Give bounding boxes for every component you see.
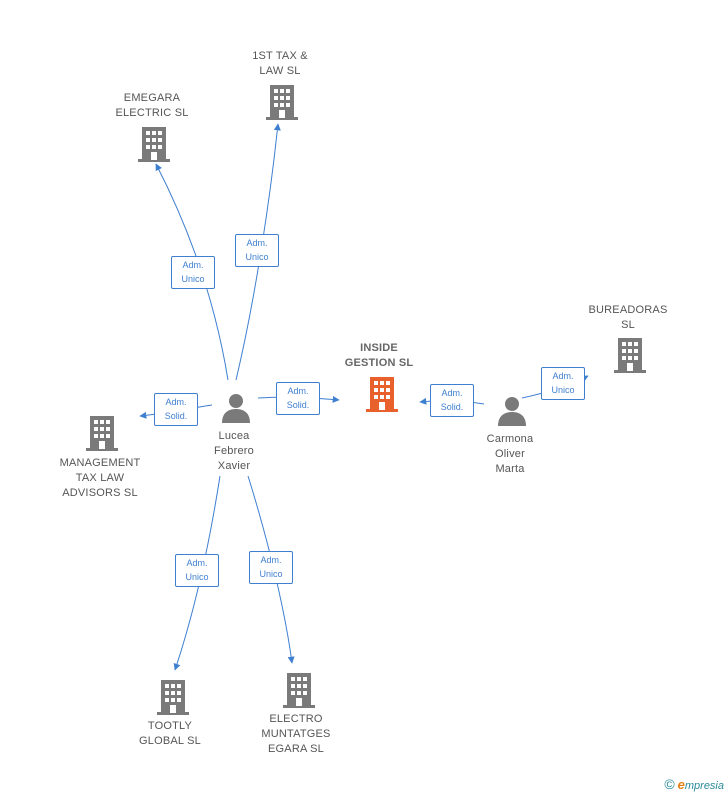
building-icon <box>283 673 315 708</box>
person-icon <box>498 397 526 426</box>
node-label: Carmona Oliver Marta <box>486 433 534 475</box>
role-carmona-inside: Adm. Solid. <box>430 384 474 417</box>
building-icon <box>157 680 189 715</box>
role-lucea-tootly: Adm. Unico <box>175 554 219 587</box>
node-label: TOOTLY GLOBAL SL <box>139 720 201 747</box>
copyright-icon: © <box>664 776 675 792</box>
brand-name: mpresia <box>684 780 724 792</box>
role-lucea-tax1st: Adm. Unico <box>235 234 279 267</box>
brand-initial: e <box>677 777 685 792</box>
node-label: MANAGEMENT TAX LAW ADVISORS SL <box>59 457 141 499</box>
building-icon <box>266 85 298 120</box>
node-label: Lucea Febrero Xavier <box>214 430 254 472</box>
node-label: EMEGARA ELECTRIC SL <box>115 92 189 119</box>
node-label-focus: INSIDE GESTION SL <box>344 342 414 369</box>
building-icon <box>138 127 170 162</box>
person-icon <box>222 394 250 423</box>
role-lucea-emegara: Adm. Unico <box>171 256 215 289</box>
node-label: 1ST TAX & LAW SL <box>252 50 308 77</box>
role-lucea-management: Adm. Solid. <box>154 393 198 426</box>
building-icon <box>614 338 646 373</box>
building-icon <box>86 416 118 451</box>
role-lucea-electro: Adm. Unico <box>249 551 293 584</box>
node-label: ELECTRO MUNTATGES EGARA SL <box>261 713 331 755</box>
role-lucea-inside: Adm. Solid. <box>276 382 320 415</box>
role-carmona-bureadoras: Adm. Unico <box>541 367 585 400</box>
node-label: BUREADORAS SL <box>588 304 668 331</box>
building-icon <box>366 377 398 412</box>
brand-footer: ©empresia <box>664 776 724 792</box>
